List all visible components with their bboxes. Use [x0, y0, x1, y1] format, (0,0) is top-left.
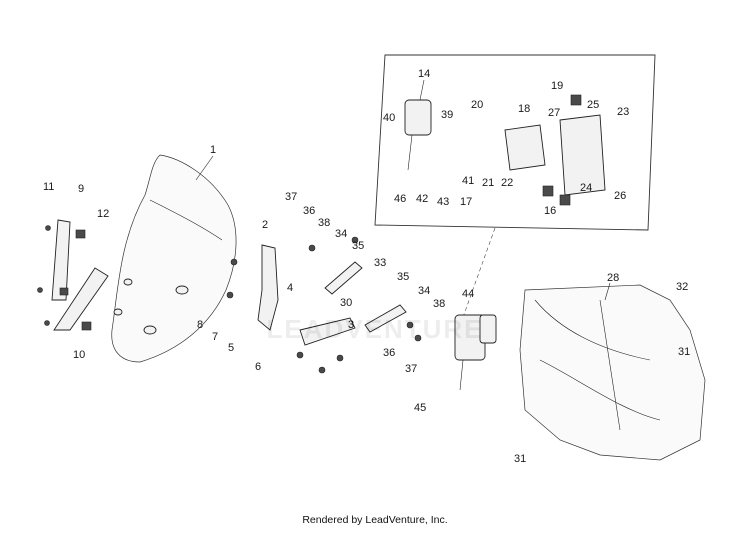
bushing	[351, 236, 359, 244]
windshield-mount-hole	[123, 278, 133, 286]
callout-8: 8	[197, 319, 203, 331]
callout-32: 32	[676, 281, 688, 293]
callout-36b: 36	[383, 347, 395, 359]
bushing	[414, 334, 422, 342]
actuator-motor-upper	[404, 99, 432, 136]
callout-31: 31	[678, 346, 690, 358]
callout-25: 25	[587, 99, 599, 111]
callout-19: 19	[551, 80, 563, 92]
frame-tube	[534, 299, 651, 361]
callout-46: 46	[394, 193, 406, 205]
callout-40: 40	[383, 112, 395, 124]
linkage-arm-upper	[324, 261, 363, 295]
nut	[81, 321, 92, 331]
inset-leader-line	[461, 227, 496, 321]
deflector-upper	[51, 219, 71, 301]
callout-27: 27	[548, 107, 560, 119]
leader-line	[604, 282, 611, 301]
callout-33: 33	[374, 257, 386, 269]
washer	[336, 354, 344, 362]
leader-line	[195, 155, 214, 181]
callout-35: 35	[352, 240, 364, 252]
leader-line	[419, 79, 425, 101]
inset-frame	[374, 54, 656, 231]
bushing	[308, 244, 316, 252]
callout-5: 5	[228, 342, 234, 354]
callout-34b: 34	[418, 285, 430, 297]
inset-clip-16	[542, 185, 554, 197]
callout-23: 23	[617, 106, 629, 118]
callout-1: 1	[210, 144, 216, 156]
callout-16: 16	[544, 205, 556, 217]
inset-clip-19	[570, 94, 582, 106]
callout-37: 37	[285, 191, 297, 203]
windshield	[111, 154, 237, 363]
callout-38b: 38	[433, 298, 445, 310]
actuator-shaft	[459, 359, 464, 391]
callout-37b: 37	[405, 363, 417, 375]
callout-28: 28	[607, 272, 619, 284]
nut	[59, 287, 69, 296]
inset-bracket-18	[504, 124, 546, 171]
callout-39: 39	[441, 109, 453, 121]
callout-9: 9	[78, 183, 84, 195]
mount-bracket-right	[299, 317, 356, 346]
callout-22: 22	[501, 177, 513, 189]
inset-clip-16b	[559, 194, 571, 206]
washer	[318, 366, 326, 374]
callout-38: 38	[318, 217, 330, 229]
callout-42: 42	[416, 193, 428, 205]
callout-34: 34	[335, 228, 347, 240]
callout-2: 2	[262, 219, 268, 231]
washer	[296, 351, 304, 359]
callout-6: 6	[255, 361, 261, 373]
callout-11: 11	[43, 181, 54, 193]
washer	[230, 258, 238, 266]
inset-plate-25	[559, 114, 606, 196]
callout-44: 44	[462, 288, 474, 300]
callout-36: 36	[303, 205, 315, 217]
frame-assembly	[519, 284, 706, 461]
windshield-mount-hole	[113, 308, 123, 316]
callout-18: 18	[518, 103, 530, 115]
screw	[45, 225, 51, 231]
callout-7: 7	[212, 331, 218, 343]
actuator-motor-lower-cap	[479, 314, 497, 344]
callout-24: 24	[580, 182, 592, 194]
footer-credit: Rendered by LeadVenture, Inc.	[302, 514, 448, 526]
callout-43: 43	[437, 196, 449, 208]
windshield-inner-edge	[149, 199, 223, 241]
linkage-arm-lower	[364, 304, 407, 333]
callout-20: 20	[471, 99, 483, 111]
mount-bracket-left	[257, 244, 279, 331]
callout-21: 21	[482, 177, 494, 189]
callout-31b: 31	[514, 453, 526, 465]
frame-tube	[599, 299, 621, 431]
frame-tube	[539, 359, 661, 421]
washer	[226, 291, 234, 299]
callout-14: 14	[418, 68, 430, 80]
callout-26: 26	[614, 190, 626, 202]
callout-17: 17	[460, 196, 472, 208]
watermark: LEADVENTURE	[266, 314, 484, 344]
callout-45: 45	[414, 402, 426, 414]
bushing	[406, 321, 414, 329]
windshield-mount-hole	[143, 325, 157, 335]
callout-4: 4	[287, 282, 293, 294]
screw	[37, 287, 43, 293]
callout-41: 41	[462, 175, 474, 187]
windshield-mount-hole	[175, 285, 189, 295]
actuator-shaft-upper	[407, 134, 413, 171]
callout-30: 30	[340, 297, 352, 309]
callout-12: 12	[97, 208, 109, 220]
deflector-lower	[53, 267, 109, 331]
callout-3: 3	[348, 319, 354, 331]
callout-10: 10	[73, 349, 85, 361]
nut	[75, 229, 86, 239]
callout-35b: 35	[397, 271, 409, 283]
screw	[44, 320, 50, 326]
